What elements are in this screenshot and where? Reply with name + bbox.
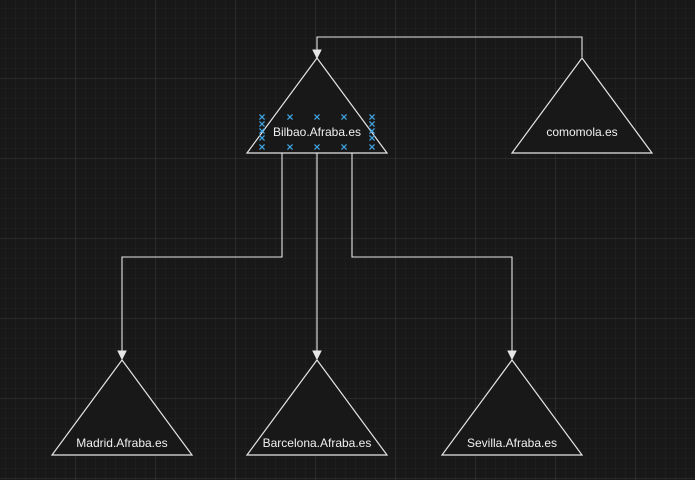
connection-point-handle[interactable] [259, 114, 265, 120]
connection-point-handle[interactable] [369, 121, 375, 127]
node-bilbao[interactable]: Bilbao.Afraba.es [245, 56, 389, 154]
connection-point-handle[interactable] [287, 144, 293, 150]
edge-comomola-bilbao[interactable] [316, 36, 583, 57]
connection-point-handle[interactable] [369, 114, 375, 120]
connection-point-handle[interactable] [314, 114, 320, 120]
node-barcelona[interactable]: Barcelona.Afraba.es [245, 358, 389, 456]
arrowhead-sevilla [507, 350, 517, 361]
node-label-comomola: comomola.es [546, 125, 617, 139]
arrowhead-bilbao-top [312, 49, 322, 60]
connection-point-handle[interactable] [259, 128, 265, 134]
edges-layer [117, 36, 583, 361]
triangle-shape [510, 56, 654, 154]
triangle-shape [245, 358, 389, 456]
node-label-sevilla: Sevilla.Afraba.es [467, 436, 557, 450]
connection-point-handle[interactable] [259, 135, 265, 141]
triangle-shape [440, 358, 584, 456]
connection-point-handle[interactable] [259, 144, 265, 150]
connection-point-handle[interactable] [369, 144, 375, 150]
node-label-barcelona: Barcelona.Afraba.es [263, 436, 372, 450]
connection-point-handle[interactable] [369, 135, 375, 141]
selection-handles[interactable] [259, 114, 375, 150]
node-madrid[interactable]: Madrid.Afraba.es [50, 358, 194, 456]
triangle-shape [50, 358, 194, 456]
connection-point-handle[interactable] [259, 121, 265, 127]
triangle-shape [245, 56, 389, 154]
edge-bilbao-madrid[interactable] [121, 153, 283, 353]
arrowhead-madrid [117, 350, 127, 361]
node-comomola[interactable]: comomola.es [510, 56, 654, 154]
connection-point-handle[interactable] [341, 144, 347, 150]
connection-point-handle[interactable] [287, 114, 293, 120]
node-label-bilbao: Bilbao.Afraba.es [273, 125, 361, 139]
connection-point-handle[interactable] [341, 114, 347, 120]
edge-bilbao-sevilla[interactable] [351, 153, 513, 353]
node-sevilla[interactable]: Sevilla.Afraba.es [440, 358, 584, 456]
connection-point-handle[interactable] [369, 128, 375, 134]
arrowhead-barcelona [312, 350, 322, 361]
node-label-madrid: Madrid.Afraba.es [76, 436, 167, 450]
connection-point-handle[interactable] [314, 144, 320, 150]
